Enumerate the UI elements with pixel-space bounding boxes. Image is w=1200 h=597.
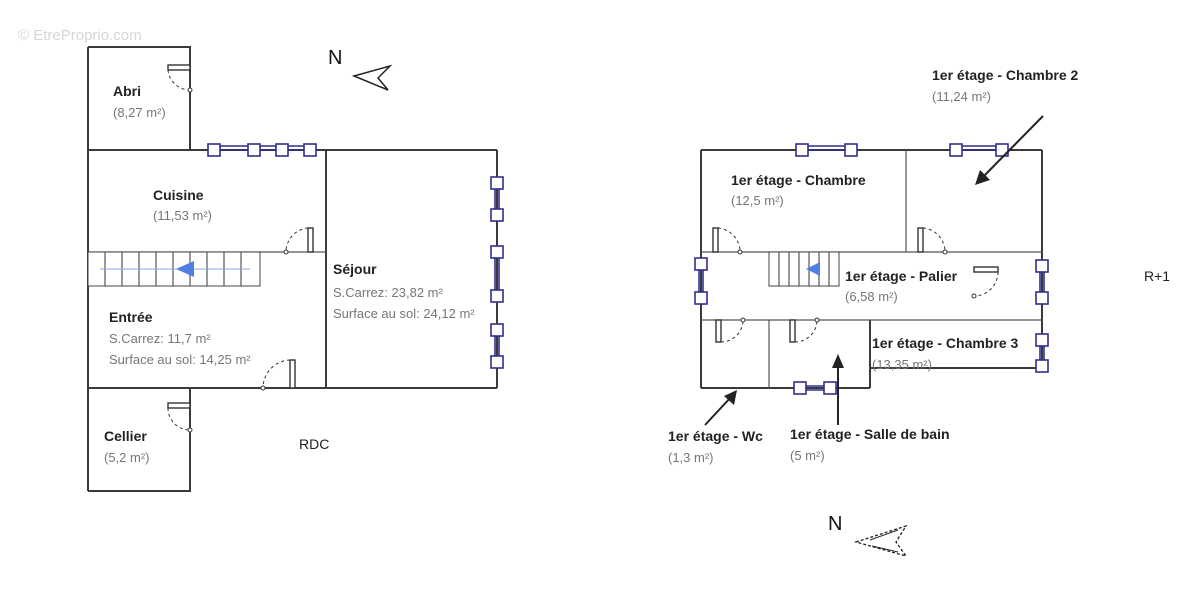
room-area-cuisine: (11,53 m²): [153, 208, 212, 223]
ff-window-chambre: [795, 143, 858, 157]
ff-door-sdb: [789, 317, 820, 343]
window-east-2: [490, 245, 504, 303]
room-name-palier: 1er étage - Palier: [845, 268, 958, 284]
ff-door-chambre2: [917, 227, 948, 255]
room-name-cellier: Cellier: [104, 428, 147, 444]
ff-door-wc: [715, 317, 746, 343]
window-east-3: [490, 323, 504, 369]
room-name-chambre: 1er étage - Chambre: [731, 172, 866, 188]
ff-window-east-1: [1035, 259, 1049, 305]
staircase-ground: [87, 251, 261, 287]
room-area-cellier: (5,2 m²): [104, 450, 150, 465]
room-area-wc: (1,3 m²): [668, 450, 714, 465]
arrow-chambre2-icon: [975, 115, 1044, 185]
ff-door-chambre3: [971, 266, 999, 299]
ff-window-chambre2: [949, 143, 1009, 157]
level-label-ground: RDC: [299, 436, 329, 452]
room-name-chambre2: 1er étage - Chambre 2: [932, 67, 1078, 83]
room-sol-entree: Surface au sol: 14,25 m²: [109, 352, 251, 367]
room-name-entree: Entrée: [109, 309, 153, 325]
ff-window-west: [694, 257, 708, 305]
first-floor-plan: 1er étage - Chambre (12,5 m²) 1er étage …: [668, 67, 1170, 558]
ff-window-sdb: [793, 381, 837, 395]
window-north: [207, 143, 317, 157]
room-name-sdb: 1er étage - Salle de bain: [790, 426, 950, 442]
room-name-sejour: Séjour: [333, 261, 377, 277]
room-carrez-sejour: S.Carrez: 23,82 m²: [333, 285, 443, 300]
room-area-chambre3: (13,35 m²): [872, 357, 932, 372]
room-name-chambre3: 1er étage - Chambre 3: [872, 335, 1018, 351]
room-name-wc: 1er étage - Wc: [668, 428, 763, 444]
ff-stair-direction-icon: [806, 262, 820, 276]
ground-floor-plan: Abri (8,27 m²) Cuisine (11,53 m²) Séjour…: [87, 46, 504, 492]
door-entree: [260, 359, 296, 391]
room-sol-sejour: Surface au sol: 24,12 m²: [333, 306, 475, 321]
door-cellier: [167, 402, 193, 433]
room-name-cuisine: Cuisine: [153, 187, 204, 203]
ff-door-chambre: [712, 227, 743, 255]
window-east-1: [490, 176, 504, 222]
north-arrow-icon: [351, 64, 393, 91]
cellier-wall: [88, 388, 191, 492]
north-arrow-2-icon: [853, 524, 908, 558]
stair-direction-icon: [176, 261, 194, 277]
arrow-wc-icon: [704, 390, 737, 426]
north-letter: N: [328, 47, 342, 69]
room-area-palier: (6,58 m²): [845, 289, 898, 304]
room-area-sdb: (5 m²): [790, 448, 825, 463]
room-area-chambre2: (11,24 m²): [932, 89, 991, 104]
level-label-first: R+1: [1144, 268, 1170, 284]
door-abri: [167, 64, 193, 93]
watermark-text: © EtreProprio.com: [18, 27, 142, 44]
room-area-chambre: (12,5 m²): [731, 193, 784, 208]
abri-wall: [88, 46, 191, 150]
room-carrez-entree: S.Carrez: 11,7 m²: [109, 331, 211, 346]
north-letter-2: N: [828, 513, 842, 535]
room-area-abri: (8,27 m²): [113, 105, 166, 120]
door-cuisine: [283, 227, 314, 255]
staircase-first: [768, 251, 840, 287]
ff-window-east-2: [1035, 333, 1049, 373]
arrow-sdb-icon: [832, 354, 844, 425]
room-name-abri: Abri: [113, 83, 141, 99]
